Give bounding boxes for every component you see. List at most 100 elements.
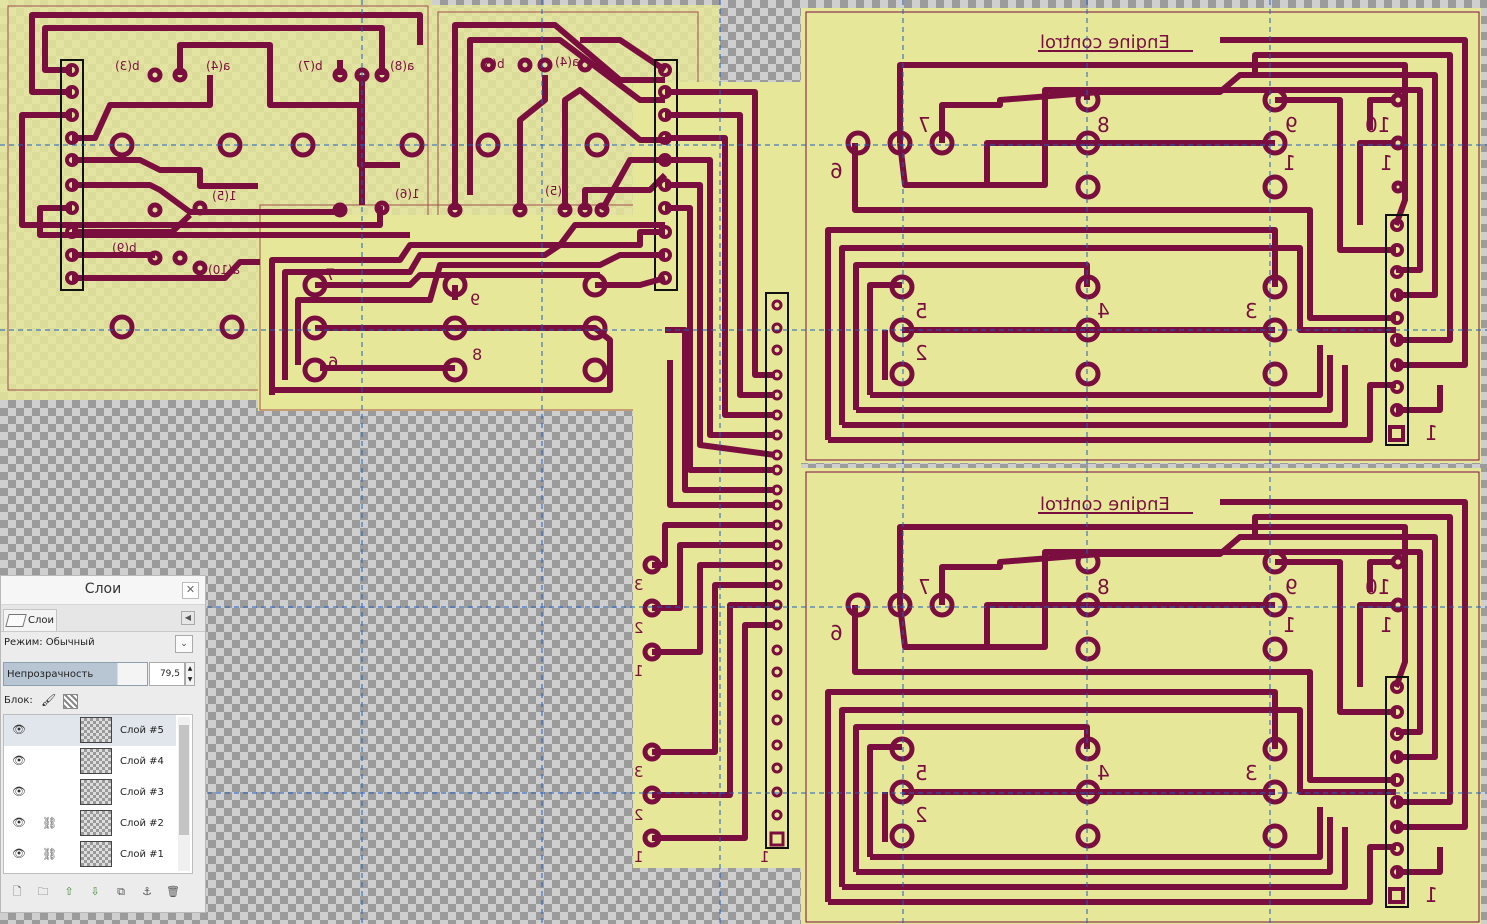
eye-icon[interactable]: 👁 (12, 754, 26, 767)
label-b3: b(3) (115, 59, 140, 73)
alpha-lock-icon[interactable] (63, 694, 78, 709)
label-top-3: 3 (1245, 299, 1258, 323)
label-top-9: 9 (1285, 113, 1298, 137)
label-bottom-8: 8 (1097, 575, 1110, 599)
label-mid-7: 7 (325, 265, 335, 284)
label-bottom-1c: 1 (1425, 883, 1438, 907)
eye-icon[interactable]: 👁 (12, 785, 26, 798)
labels-strip: 3 2 1 3 2 1 1 (634, 576, 770, 866)
layer-name: Слой #2 (120, 818, 164, 829)
connector-strip (765, 292, 789, 849)
label-a4-second: a(4) (555, 55, 579, 69)
scrollbar-thumb[interactable] (179, 725, 189, 835)
chevron-down-icon[interactable]: ⌄ (175, 635, 193, 653)
connector-top-left (60, 59, 84, 291)
layer-thumbnail (80, 841, 112, 867)
label-b7: b(7) (298, 59, 323, 73)
label-top-7: 7 (918, 113, 931, 137)
close-icon[interactable]: ✕ (182, 582, 199, 599)
layer-thumbnail (80, 717, 112, 743)
layer-thumbnail (80, 810, 112, 836)
labels-top-left: b(3) a(4) b(7) a(8) b(3) a(4) 1(5) 1(6) … (112, 55, 579, 277)
board-title-top: Engine control (1040, 32, 1170, 53)
tab-layers[interactable]: Слои (3, 609, 57, 631)
new-group-icon[interactable]: 🗀 (37, 885, 49, 898)
label-bottom-10: 10 (1365, 575, 1390, 599)
brush-icon[interactable]: 🖌 (41, 693, 57, 707)
lower-layer-icon[interactable]: ⇩ (90, 885, 100, 898)
label-1-6: 1(6) (395, 187, 420, 201)
layer-row[interactable]: 👁 Слой #4 (4, 746, 176, 777)
label-strip-3a: 3 (634, 576, 644, 594)
label-1-5: 1(5) (212, 189, 237, 203)
label-top-8: 8 (1097, 113, 1110, 137)
layers-tabbar: Слои ◀ (1, 605, 205, 632)
label-a8: a(8) (390, 59, 414, 73)
opacity-slider[interactable]: Непрозрачность (3, 662, 148, 686)
eye-icon[interactable]: 👁 (12, 847, 26, 860)
layer-row[interactable]: 👁 Слой #3 (4, 777, 176, 808)
label-strip-2b: 2 (634, 806, 644, 824)
engine-board-bottom: Engine control 7 8 9 10 6 1 1 5 4 3 2 1 (825, 494, 1468, 908)
layer-row[interactable]: 👁 ⛓ Слой #1 (4, 839, 176, 870)
layers-panel: Слои ✕ Слои ◀ Режим: Обычный ⌄ Непрозрач… (0, 575, 206, 913)
eye-icon[interactable]: 👁 (12, 816, 26, 829)
label-mid-8: 8 (472, 345, 482, 364)
label-top-1a: 1 (1283, 151, 1296, 175)
label-a10: a(10) (208, 263, 240, 277)
layer-row[interactable]: 👁 Слой #5 (4, 715, 176, 746)
traces-top-left (19, 12, 668, 281)
duplicate-layer-icon[interactable]: ⧉ (117, 885, 125, 898)
lock-label: Блок: (4, 695, 33, 706)
raise-layer-icon[interactable]: ⇧ (64, 885, 74, 898)
opacity-row: Непрозрачность 79,5 ▲▼ (3, 662, 195, 686)
label-mid-9: 9 (470, 290, 480, 309)
layer-thumbnail (80, 748, 112, 774)
label-bottom-5: 5 (915, 761, 928, 785)
tab-menu-icon[interactable]: ◀ (181, 611, 195, 625)
anchor-icon[interactable]: ⚓ (142, 885, 152, 898)
label-strip-3b: 3 (634, 763, 644, 781)
layers-panel-title: Слои (84, 581, 122, 597)
chain-link-icon[interactable]: ⛓ (42, 847, 58, 861)
lock-row: Блок: 🖌 (3, 692, 193, 710)
label-bottom-6: 6 (830, 621, 843, 645)
layers-panel-titlebar[interactable]: Слои ✕ (1, 576, 205, 605)
mode-label-text: Режим: (4, 637, 43, 648)
label-top-6: 6 (830, 159, 843, 183)
pads-strip (642, 555, 662, 848)
layer-name: Слой #4 (120, 756, 164, 767)
label-top-1c: 1 (1425, 421, 1438, 445)
chain-link-icon[interactable]: ⛓ (42, 816, 58, 830)
label-strip-1c: 1 (760, 848, 770, 866)
opacity-spinner-icon[interactable]: ▲▼ (185, 662, 195, 686)
pads-top-left (109, 57, 610, 340)
engine-board-top: Engine control 7 8 9 10 6 1 1 5 4 3 2 1 (825, 32, 1468, 446)
label-bottom-3: 3 (1245, 761, 1258, 785)
eye-icon[interactable]: 👁 (12, 723, 26, 736)
new-layer-icon[interactable]: 🗋 (12, 885, 22, 898)
mode-row: Режим: Обычный ⌄ (1, 632, 205, 654)
labels-middle: 7 9 6 8 (325, 265, 482, 372)
mode-label: Режим: Обычный (4, 637, 95, 648)
board-title-bottom: Engine control (1040, 494, 1170, 515)
label-strip-2a: 2 (634, 619, 644, 637)
label-b3-second: b(3) (480, 57, 505, 71)
label-1-5-second: 1(5) (545, 184, 570, 198)
trash-icon[interactable]: 🗑 (166, 885, 180, 898)
label-a4: a(4) (206, 59, 230, 73)
opacity-value-input[interactable]: 79,5 (149, 662, 185, 686)
layer-name: Слой #1 (120, 849, 164, 860)
label-bottom-4: 4 (1097, 761, 1110, 785)
layer-row[interactable]: 👁 ⛓ Слой #2 (4, 808, 176, 839)
label-bottom-7: 7 (918, 575, 931, 599)
mode-value[interactable]: Обычный (45, 637, 95, 648)
label-b9: b(9) (112, 241, 137, 255)
layer-thumbnail (80, 779, 112, 805)
label-mid-6: 6 (328, 353, 338, 372)
layers-list[interactable]: 👁 Слой #5 👁 Слой #4 👁 Слой #3 👁 ⛓ Слой #… (3, 714, 193, 874)
label-bottom-1a: 1 (1283, 613, 1296, 637)
layers-scrollbar[interactable] (178, 717, 190, 871)
pads-middle (302, 272, 608, 383)
